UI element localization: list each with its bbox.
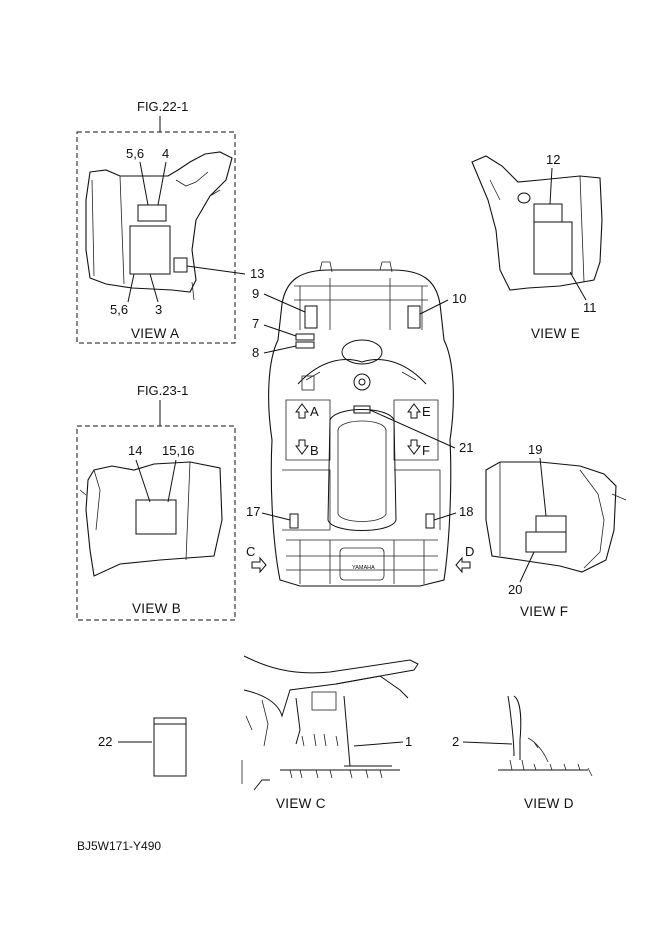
arrow-a: A (295, 403, 319, 419)
callout-14: 14 (128, 443, 142, 458)
view-c-title: VIEW C (276, 796, 326, 811)
callout-19: 19 (528, 442, 542, 457)
callout-9: 9 (252, 286, 259, 301)
view-a-panel: FIG.22-1 5,6 4 5,6 3 13 VIEW A (76, 99, 264, 344)
arrow-d: D (455, 544, 474, 574)
callout-3: 3 (155, 302, 162, 317)
callout-8: 8 (252, 345, 259, 360)
callout-4: 4 (162, 146, 169, 161)
arrow-e-label: E (422, 404, 431, 419)
part-code: BJ5W171-Y490 (77, 839, 161, 853)
callout-12: 12 (546, 152, 560, 167)
arrow-e: E (407, 403, 431, 419)
callout-5-6-top: 5,6 (126, 146, 144, 161)
callout-22: 22 (98, 734, 112, 749)
callout-21: 21 (459, 440, 473, 455)
callout-1: 1 (405, 734, 412, 749)
view-d-title: VIEW D (524, 796, 574, 811)
view-a-title: VIEW A (131, 326, 179, 341)
view-c-panel: 1 VIEW C (241, 655, 419, 811)
callout-13: 13 (250, 266, 264, 281)
callout-17: 17 (246, 504, 260, 519)
callout-11: 11 (583, 300, 597, 315)
fig23-label: FIG.23-1 (137, 383, 188, 398)
view-f-title: VIEW F (520, 604, 568, 619)
view-d-panel: 2 VIEW D (452, 695, 593, 811)
arrow-f-label: F (422, 443, 430, 458)
callout-2: 2 (452, 734, 459, 749)
arrow-c-label: C (246, 544, 255, 559)
fig22-label: FIG.22-1 (137, 99, 188, 114)
item-22-label: 22 (98, 717, 187, 777)
arrow-d-label: D (465, 544, 474, 559)
callout-20: 20 (508, 582, 522, 597)
callout-15-16: 15,16 (162, 443, 195, 458)
atv-top-view: YAMAHA A B E F C D 9 10 (246, 261, 474, 587)
view-b-panel: FIG.23-1 14 15,16 VIEW B (76, 383, 236, 621)
view-f-panel: 19 20 VIEW F (485, 442, 627, 619)
callout-7: 7 (252, 316, 259, 331)
callout-5-6-bottom: 5,6 (110, 302, 128, 317)
arrow-b: B (295, 439, 319, 458)
arrow-a-label: A (310, 404, 319, 419)
view-e-title: VIEW E (531, 326, 580, 341)
arrow-c: C (246, 544, 267, 574)
callout-18: 18 (459, 504, 473, 519)
view-e-panel: 12 11 VIEW E (471, 152, 603, 341)
view-b-title: VIEW B (132, 601, 181, 616)
arrow-b-label: B (310, 443, 319, 458)
brand-mark: YAMAHA (352, 565, 375, 571)
arrow-f: F (407, 439, 430, 458)
callout-10: 10 (452, 291, 466, 306)
